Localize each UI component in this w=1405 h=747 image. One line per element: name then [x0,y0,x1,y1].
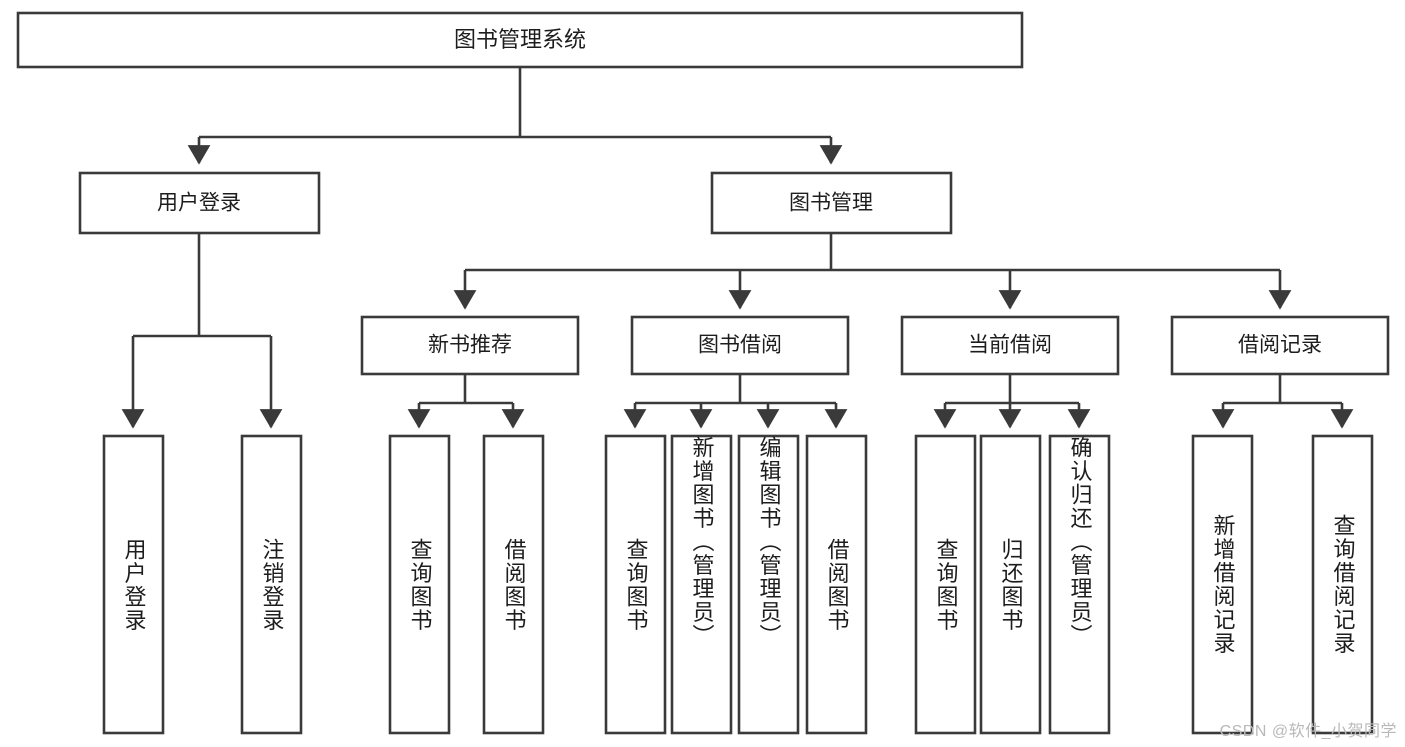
node-current-borrow-box[interactable] [900,315,1120,376]
leaf-box-book-borrow-4[interactable] [805,434,868,735]
leaf-box-user-login-1[interactable] [102,434,165,735]
leaf-box-borrow-record-1[interactable] [1191,434,1254,735]
node-user-login[interactable]: 用户登录 [78,171,321,235]
leaf-box-book-borrow-3[interactable] [737,434,800,735]
node-borrow-record[interactable]: 借阅记录 [1170,315,1390,376]
leaf-box-new-book-1[interactable] [388,434,451,735]
node-book-borrow[interactable]: 图书借阅 [630,315,850,376]
leaf-box-book-borrow-2[interactable] [670,434,733,735]
leaf-box-group [102,434,1374,735]
leaf-box-borrow-record-2[interactable] [1311,434,1374,735]
leaf-box-current-borrow-1[interactable] [914,434,977,735]
node-user-login-label: 用户登录 [157,192,241,215]
leaf-box-current-borrow-3[interactable] [1048,434,1111,735]
node-user-login-box[interactable] [78,171,321,235]
node-root-box[interactable] [16,11,1024,69]
node-current-borrow-label: 当前借阅 [968,334,1052,357]
node-book-borrow-label: 图书借阅 [698,334,782,357]
leaf-box-current-borrow-2[interactable] [979,434,1042,735]
node-book-manage[interactable]: 图书管理 [710,171,953,235]
node-new-book-recommend-box[interactable] [360,315,580,376]
node-new-book-recommend-label: 新书推荐 [428,334,512,357]
node-book-manage-label: 图书管理 [789,192,873,215]
node-new-book-recommend[interactable]: 新书推荐 [360,315,580,376]
csdn-watermark: CSDN @软件_小贺同学 [1219,723,1397,740]
edge-group [121,67,1354,429]
node-book-manage-box[interactable] [710,171,953,235]
node-borrow-record-label: 借阅记录 [1238,334,1322,357]
node-root[interactable]: 图书管理系统 [16,11,1024,69]
leaf-box-book-borrow-1[interactable] [604,434,667,735]
node-root-label: 图书管理系统 [454,27,586,52]
node-current-borrow[interactable]: 当前借阅 [900,315,1120,376]
node-borrow-record-box[interactable] [1170,315,1390,376]
node-book-borrow-box[interactable] [630,315,850,376]
leaf-box-user-login-2[interactable] [240,434,303,735]
leaf-box-new-book-2[interactable] [482,434,545,735]
